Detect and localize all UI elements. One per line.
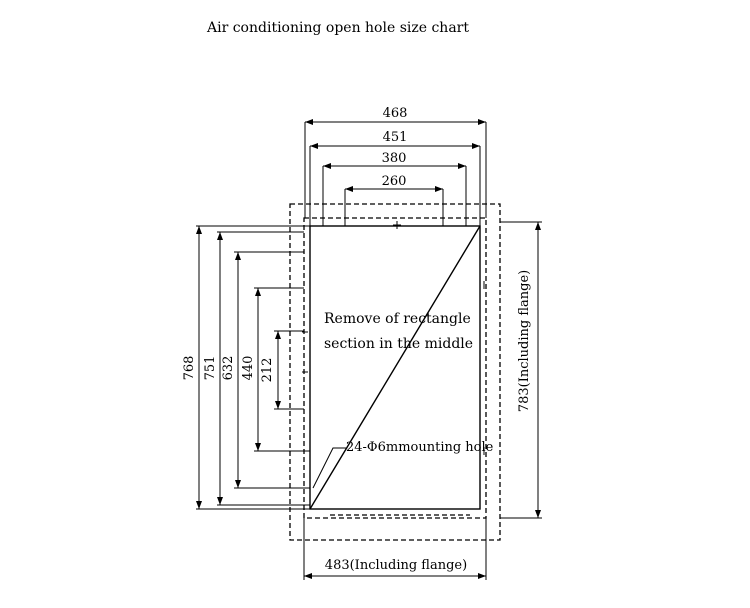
dim-451-label: 451 — [383, 130, 408, 145]
arrow-632-top — [235, 252, 241, 260]
dim-783-label: 783(Including flange) — [517, 270, 532, 412]
dim-260-label: 260 — [382, 174, 407, 189]
dim-468-label: 468 — [383, 106, 408, 121]
arrow-468-left — [305, 119, 313, 125]
arrow-440-top — [255, 288, 261, 296]
arrow-768-bottom — [196, 501, 202, 509]
arrow-751-top — [217, 232, 223, 240]
cutout-rectangle — [309, 225, 481, 510]
note-remove-line-1: Remove of rectangle — [324, 311, 471, 327]
arrow-380-right — [458, 163, 466, 169]
arrow-783-bottom — [535, 510, 541, 518]
arrow-451-left — [310, 143, 318, 149]
dim-483-label: 483(Including flange) — [325, 558, 467, 573]
note-mounting-hole: 24-Φ6mmounting hole — [346, 440, 494, 455]
dim-440-label: 440 — [241, 356, 256, 381]
mounting-hole-leader — [312, 447, 346, 489]
dim-768-label: 768 — [182, 356, 197, 381]
dim-212-label: 212 — [260, 358, 275, 383]
arrow-440-bottom — [255, 443, 261, 451]
arrow-212-top — [275, 331, 281, 339]
outer-flange-outline — [289, 203, 501, 541]
arrow-783-top — [535, 222, 541, 230]
arrow-751-bottom — [217, 497, 223, 505]
arrow-380-left — [323, 163, 331, 169]
inner-dashed-outline — [303, 217, 487, 519]
note-remove-line-2: section in the middle — [324, 336, 473, 352]
arrow-483-right — [478, 573, 486, 579]
arrow-468-right — [478, 119, 486, 125]
dim-380-label: 380 — [382, 151, 407, 166]
dim-632-label: 632 — [221, 356, 236, 381]
diagonal-line — [309, 225, 481, 510]
arrow-260-left — [345, 186, 353, 192]
arrow-212-bottom — [275, 401, 281, 409]
arrow-483-left — [304, 573, 312, 579]
arrow-260-right — [435, 186, 443, 192]
arrow-768-top — [196, 226, 202, 234]
arrow-632-bottom — [235, 480, 241, 488]
arrow-451-right — [472, 143, 480, 149]
diagram-title: Air conditioning open hole size chart — [206, 20, 469, 36]
dim-751-label: 751 — [203, 356, 218, 381]
